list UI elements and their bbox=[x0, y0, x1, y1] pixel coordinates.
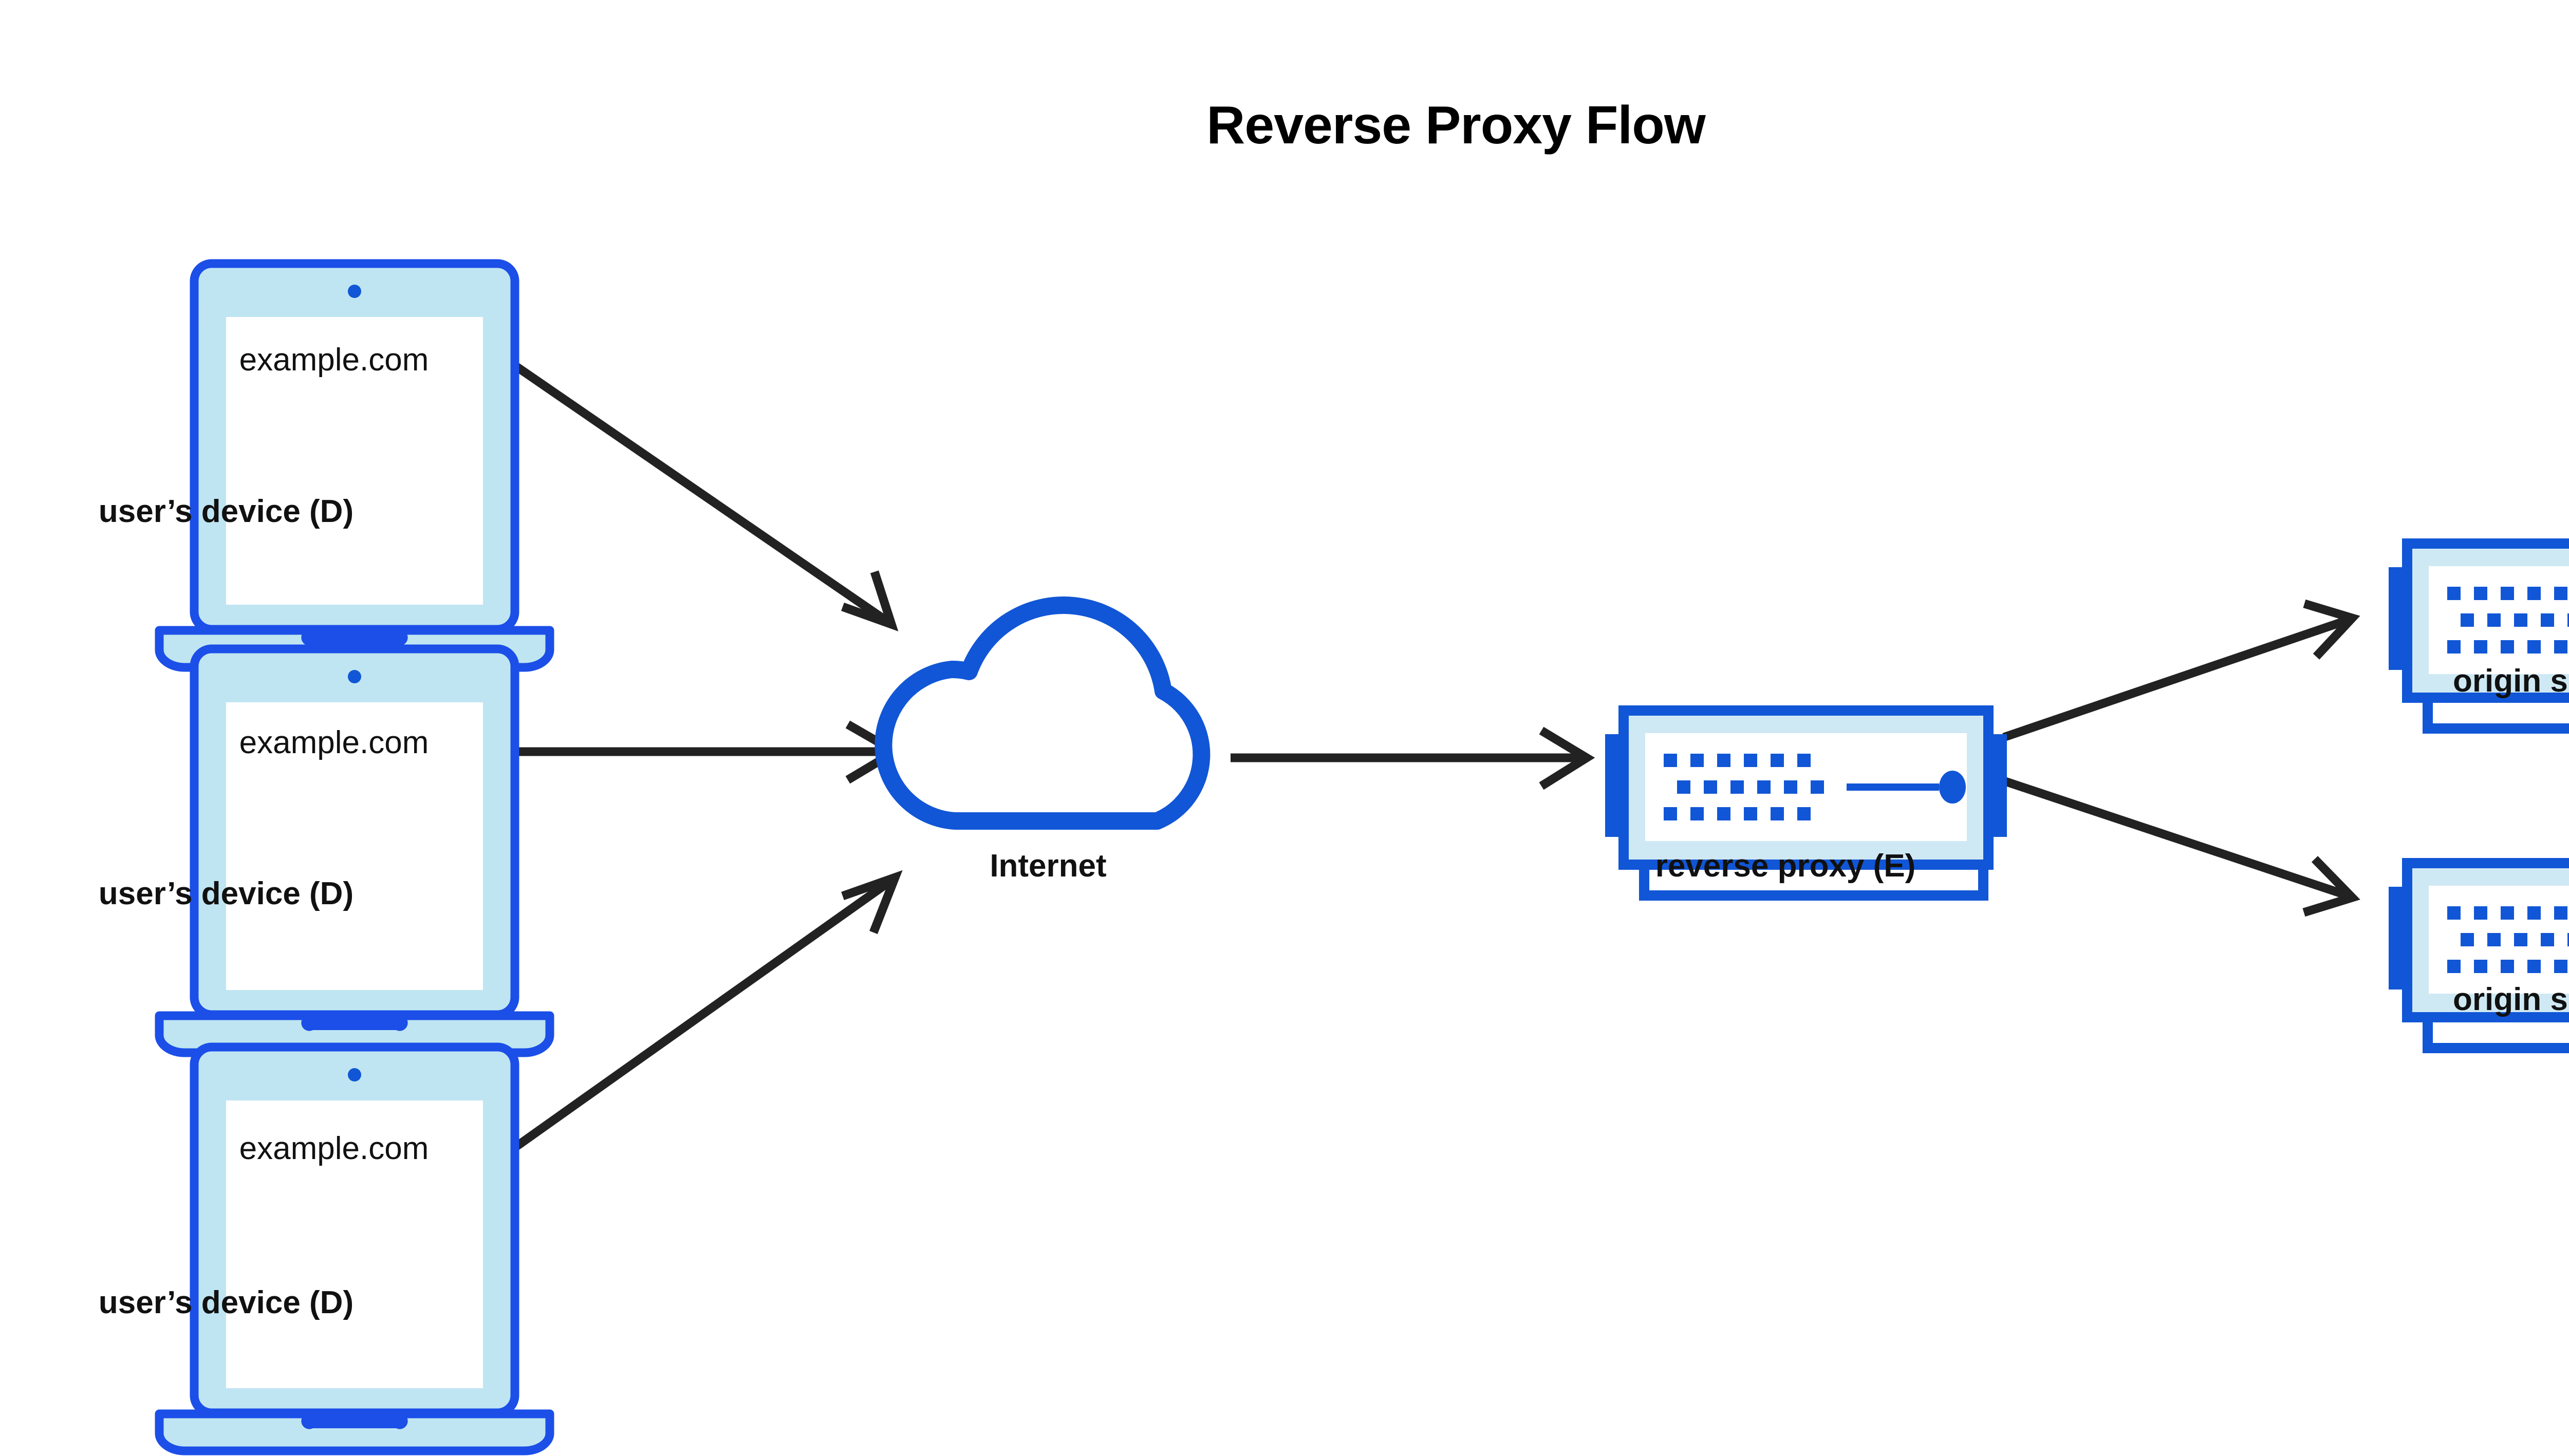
server-icon bbox=[2389, 863, 2569, 1048]
node-label-origin-1: origin server (F) bbox=[2453, 663, 2569, 699]
edge-proxy-to-origin1 bbox=[2002, 599, 2360, 742]
node-label-device-1: user’s device (D) bbox=[98, 494, 354, 529]
edge-proxy-to-origin2 bbox=[2002, 776, 2360, 917]
laptop-icon bbox=[159, 1047, 550, 1451]
device-screen-text: example.com bbox=[239, 1131, 429, 1166]
node-label-device-3: user’s device (D) bbox=[98, 1285, 354, 1320]
edge-device1-to-internet bbox=[511, 361, 899, 631]
edge-device3-to-internet bbox=[511, 870, 903, 1152]
node-label-internet: Internet bbox=[990, 848, 1107, 884]
edge-device2-to-internet bbox=[514, 720, 904, 784]
server-icon bbox=[2389, 544, 2569, 729]
laptop-icon bbox=[159, 649, 550, 1053]
page-title: Reverse Proxy Flow bbox=[1206, 96, 1705, 155]
node-label-origin-2: origin server (F) bbox=[2453, 982, 2569, 1017]
edge-internet-to-proxy bbox=[1231, 726, 1595, 790]
node-label-device-2: user’s device (D) bbox=[98, 876, 354, 911]
device-screen-text: example.com bbox=[239, 725, 429, 760]
cloud-icon bbox=[874, 596, 1211, 830]
device-screen-text: example.com bbox=[239, 342, 429, 378]
laptop-icon bbox=[159, 264, 550, 667]
node-label-reverse-proxy: reverse proxy (E) bbox=[1655, 848, 1916, 884]
